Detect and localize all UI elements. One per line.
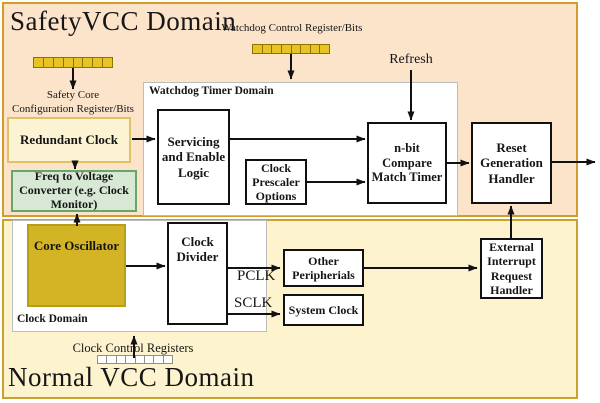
watchdog-control-register-bar — [252, 44, 330, 54]
safety-domain-title: SafetyVCC Domain — [10, 6, 237, 36]
clock-prescaler-options-box: Clock Prescaler Options — [245, 159, 307, 205]
nbit-compare-match-timer-box: n-bit Compare Match Timer — [367, 122, 447, 204]
clock-control-register-bar — [97, 355, 173, 364]
clock-domain-label: Clock Domain — [17, 313, 88, 325]
clock-divider-box: Clock Divider — [167, 222, 228, 325]
watchdog-timer-domain-label: Watchdog Timer Domain — [149, 85, 274, 97]
normal-domain-title: Normal VCC Domain — [8, 362, 255, 392]
sclk-label: SCLK — [234, 295, 273, 311]
watchdog-control-register-label: Watchdog Control Register/Bits — [221, 22, 363, 34]
core-oscillator-box: Core Oscillator — [27, 224, 126, 307]
safety-core-register-label: Safety Core Configuration Register/Bits — [12, 89, 134, 115]
refresh-label: Refresh — [389, 52, 433, 67]
pclk-label: PCLK — [237, 268, 276, 284]
clock-control-registers-label: Clock Control Registers — [72, 341, 194, 355]
system-clock-box: System Clock — [283, 294, 364, 326]
other-peripherals-box: Other Peripherials — [283, 249, 364, 287]
redundant-clock-box: Redundant Clock — [7, 117, 131, 163]
external-interrupt-request-handler-box: External Interrupt Request Handler — [480, 238, 543, 299]
servicing-enable-logic-box: Servicing and Enable Logic — [157, 109, 230, 205]
reset-generation-handler-box: Reset Generation Handler — [471, 122, 552, 204]
safety-core-register-bar — [33, 57, 113, 68]
freq-to-voltage-converter-box: Freq to Voltage Converter (e.g. Clock Mo… — [11, 169, 137, 212]
